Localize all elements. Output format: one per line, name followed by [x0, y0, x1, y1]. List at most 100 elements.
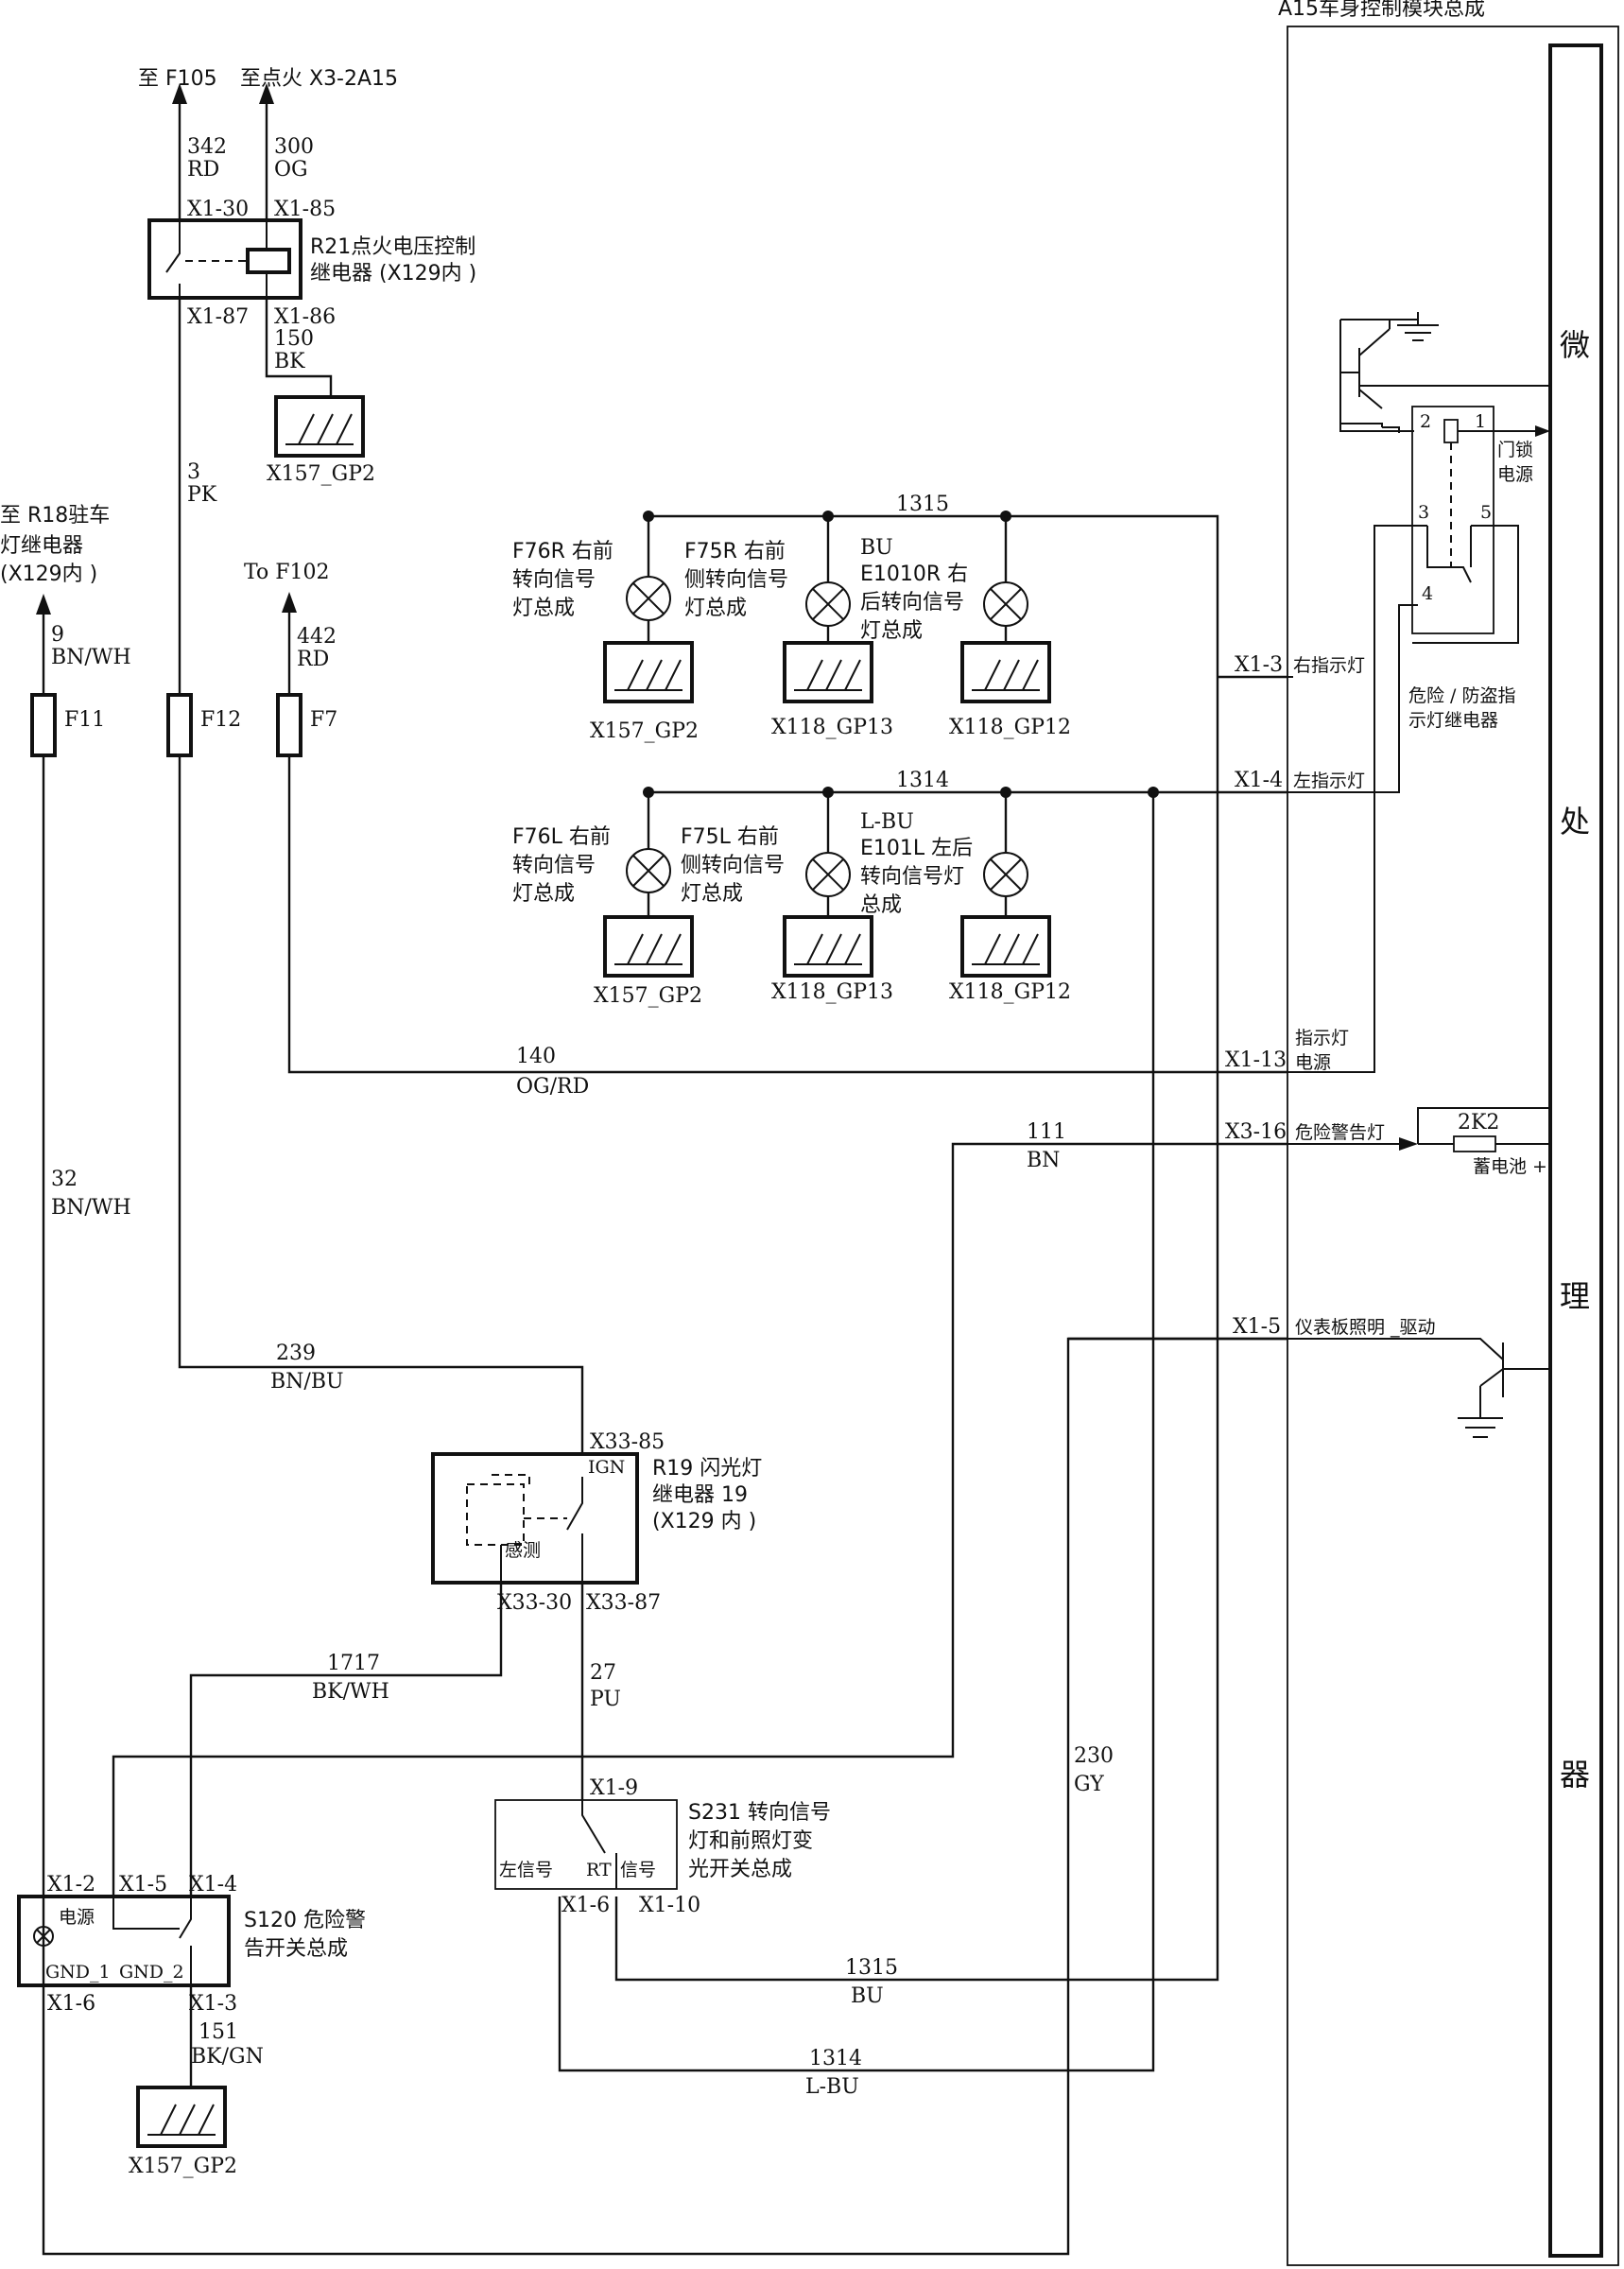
hazard-relay-box [1411, 406, 1494, 634]
wire-140-number: 140 [516, 1045, 556, 1068]
micro-char-2: 处 [1560, 804, 1590, 840]
wire-342-color: RD [187, 158, 219, 182]
r18-label-2: 灯继电器 [0, 534, 83, 558]
resistor-label: 2K2 [1458, 1111, 1499, 1134]
wire-151-number: 151 [199, 2020, 238, 2044]
fuse-f12-icon [166, 693, 193, 757]
relay-pin-3: 3 [1418, 502, 1429, 523]
relay-name-1: 危险 / 防盗指 [1408, 685, 1515, 706]
fuse-f11-label: F11 [64, 708, 105, 732]
ground-l-1: X157_GP2 [594, 984, 702, 1008]
relay-pin-5: 5 [1480, 502, 1492, 523]
lamp-e101r-icon [983, 581, 1028, 627]
f76l-label-2: 转向信号 [512, 854, 596, 877]
x1-3-desc: 右指示灯 [1293, 655, 1365, 676]
pin-x33-85: X33-85 [590, 1430, 665, 1454]
relay-coil-icon [1443, 419, 1459, 443]
r19-name-3: (X129 内 ) [652, 1510, 756, 1533]
f76r-label-1: F76R 右前 [512, 540, 613, 563]
sense-label: 感测 [505, 1540, 541, 1561]
s120-name-2: 告开关总成 [244, 1937, 348, 1961]
arrow-right-icon [1399, 1137, 1418, 1151]
wire-230-number: 230 [1074, 1744, 1114, 1768]
e101r-label-3: 灯总成 [860, 619, 923, 643]
door-lock-2: 电源 [1497, 464, 1533, 485]
pin-x1-3-s120: X1-3 [189, 1992, 237, 2016]
r18-label-3: (X129内 ) [0, 563, 97, 586]
pin-x1-85: X1-85 [274, 198, 336, 221]
s231-name-2: 灯和前照灯变 [688, 1829, 813, 1853]
bus-1314-label: 1314 [896, 769, 949, 792]
ground-r-1: X157_GP2 [590, 719, 699, 743]
pin-x1-6-s231: X1-6 [561, 1894, 610, 1917]
s231-name-1: S231 转向信号 [688, 1801, 831, 1825]
door-lock-1: 门锁 [1497, 440, 1533, 460]
bus-1315-label: 1315 [896, 493, 949, 516]
relay-pin-1: 1 [1475, 411, 1486, 432]
f76r-label-2: 转向信号 [512, 568, 596, 592]
s231-left-signal: 左信号 [499, 1860, 553, 1880]
wire-239-color: BN/BU [270, 1370, 344, 1394]
micro-char-1: 微 [1560, 327, 1590, 363]
s120-gnd1: GND_1 [45, 1962, 111, 1983]
wire-27-number: 27 [590, 1661, 616, 1685]
wire-1717-color: BK/WH [312, 1680, 389, 1704]
relay-name-2: 示灯继电器 [1408, 710, 1498, 731]
pin-x1-10-s231: X1-10 [639, 1894, 700, 1917]
wire-151-color: BK/GN [191, 2045, 264, 2069]
transistor-icon [1339, 319, 1391, 409]
ground-l-3: X118_GP12 [949, 980, 1071, 1004]
wire-32-number: 32 [51, 1168, 78, 1191]
ground-s120: X157_GP2 [129, 2155, 237, 2178]
wire-32-color: BN/WH [51, 1196, 131, 1220]
e101r-label-1: E1010R 右 [860, 563, 968, 586]
ground-r-2: X118_GP13 [771, 716, 893, 739]
pin-x33-30: X33-30 [497, 1591, 572, 1615]
wire-150-color: BK [274, 350, 305, 373]
ground-icon [603, 915, 694, 978]
s231-rt: RT [586, 1860, 612, 1880]
f76l-label-1: F76L 右前 [512, 825, 611, 849]
relay-pin-2: 2 [1420, 411, 1431, 432]
transistor-icon [1479, 1342, 1504, 1418]
r19-relay-box [431, 1452, 639, 1585]
ground-icon [960, 641, 1051, 703]
flasher-module-icon [466, 1483, 525, 1546]
f75r-label-1: F75R 右前 [684, 540, 786, 563]
wire-150-number: 150 [274, 327, 314, 351]
wire-140-color: OG/RD [516, 1075, 589, 1099]
wire-239-number: 239 [276, 1342, 316, 1365]
pin-x1-4: X1-4 [1235, 769, 1283, 792]
fuse-f12-label: F12 [200, 708, 241, 732]
pin-x1-87: X1-87 [187, 305, 249, 329]
s231-right-signal: 信号 [620, 1860, 656, 1880]
pin-x1-6-s120: X1-6 [47, 1992, 95, 2016]
wire-9-color: BN/WH [51, 646, 131, 669]
wire-1315-number: 1315 [845, 1956, 898, 1980]
pin-x1-5: X1-5 [1233, 1315, 1281, 1339]
r21-relay-box [147, 218, 302, 300]
arrow-up-icon [36, 594, 51, 615]
ground-icon [783, 641, 873, 703]
ground-icon [274, 395, 365, 458]
microprocessor-box [1548, 43, 1603, 2258]
x1-13-desc-1: 指示灯 [1295, 1028, 1349, 1048]
s120-gnd2: GND_2 [119, 1962, 184, 1983]
ground-icon [136, 2086, 227, 2148]
wire-1314-number: 1314 [809, 2047, 862, 2070]
x1-13-desc-2: 电源 [1295, 1052, 1331, 1073]
pin-x1-2-s120: X1-2 [47, 1873, 95, 1897]
pin-x33-87: X33-87 [586, 1591, 661, 1615]
pin-x1-13: X1-13 [1225, 1048, 1287, 1072]
fuse-f11-icon [30, 693, 57, 757]
e101l-label-3: 总成 [860, 893, 902, 917]
r19-name-1: R19 闪光灯 [652, 1457, 762, 1481]
s231-switch-box [494, 1799, 678, 1890]
wire-1717-number: 1717 [327, 1652, 380, 1675]
wire-9-number: 9 [51, 623, 64, 647]
wire-111-number: 111 [1027, 1120, 1066, 1144]
x1-4-desc: 左指示灯 [1293, 771, 1365, 791]
f75l-label-2: 侧转向信号 [681, 854, 785, 877]
lamp-f75l-icon [805, 852, 851, 897]
